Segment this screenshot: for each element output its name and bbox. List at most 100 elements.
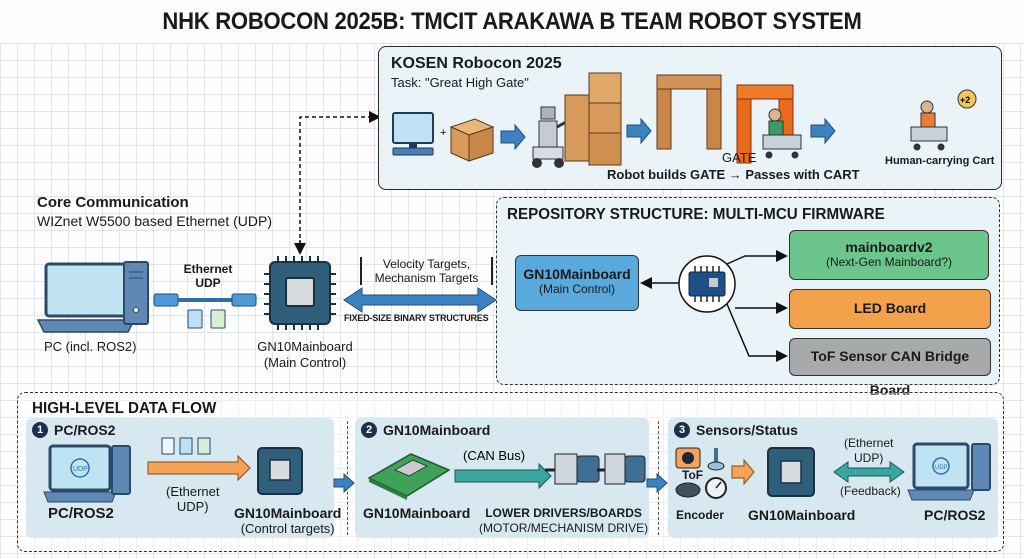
- mcu-board-icon: [688, 266, 726, 302]
- step1-link-label: (Ethernet UDP): [166, 484, 219, 514]
- step-arrow-icon: [646, 473, 668, 493]
- step1-target-label: GN10Mainboard (Control targets): [234, 505, 342, 537]
- udp-screen-text: UDP: [935, 465, 948, 471]
- board-mainboardv2: mainboardv2 (Next-Gen Mainboard?): [789, 230, 989, 280]
- step3-link-label: (Ethernet UDP): [844, 436, 893, 466]
- step2-target-label: LOWER DRIVERS/BOARDS (MOTOR/MECHANISM DR…: [479, 506, 648, 536]
- flow-arrow-icon: [810, 117, 836, 145]
- step3-illustration: UDP: [675, 442, 991, 501]
- sensor-icon: [707, 448, 725, 471]
- kosen-title: KOSEN Robocon 2025: [391, 55, 562, 72]
- core-title: Core Communication: [37, 194, 189, 211]
- gauge-icon: [705, 477, 727, 499]
- step1-source-label: PC/ROS2: [48, 505, 114, 522]
- step-number-badge: 1: [32, 422, 48, 438]
- mainboard-role: (Main Control): [263, 355, 347, 370]
- encoder-label: Encoder: [676, 508, 725, 522]
- link-line1: (Ethernet: [166, 484, 220, 499]
- repo-main-role: (Main Control): [538, 282, 616, 296]
- ethernet-label-line1: Ethernet: [183, 262, 233, 276]
- data-flow-panel: HIGH-LEVEL DATA FLOW 1 PC/ROS2 UDP: [17, 392, 1004, 552]
- link-line1: (Ethernet: [844, 436, 894, 450]
- step-header: 1 PC/ROS2: [32, 422, 115, 438]
- desktop-tower-icon: [123, 261, 149, 325]
- repo-title: REPOSITORY STRUCTURE: MULTI-MCU FIRMWARE: [507, 206, 885, 223]
- orange-arrow-icon: [147, 454, 251, 482]
- circuit-board-icon: [367, 453, 451, 500]
- pc-ros2-icon: UDP: [43, 444, 131, 503]
- motor-icon: [597, 453, 646, 485]
- core-subtitle: WIZnet W5500 based Ethernet (UDP): [37, 213, 272, 229]
- board-note: (Next-Gen Mainboard?): [825, 255, 953, 269]
- bidirectional-arrow: [343, 287, 497, 313]
- mainboard-label: GN10Mainboard (Main Control): [250, 339, 360, 371]
- pc-label: PC (incl. ROS2): [44, 339, 137, 354]
- encoder-icon: [675, 482, 701, 498]
- step-number-badge: 2: [361, 422, 377, 438]
- tof-sensor-icon: [675, 447, 701, 469]
- ethernet-label-line2: UDP: [195, 276, 221, 290]
- monitor-icon: [392, 112, 434, 156]
- step3-target-label: PC/ROS2: [924, 507, 986, 523]
- step-header: 3 Sensors/Status: [674, 422, 798, 438]
- board-led: LED Board: [789, 289, 991, 329]
- robot-icon: [532, 106, 576, 168]
- flow-step-1: 1 PC/ROS2 UDP PC/ROS2 (Eth: [26, 418, 341, 538]
- targets-bracket: Velocity Targets, Mechanism Targets: [360, 257, 493, 285]
- page-title: NHK ROBOCON 2025B: TMCIT ARAKAWA B TEAM …: [162, 8, 862, 35]
- flow-arrow-icon: [626, 117, 652, 145]
- flow-step-2: 2 GN10Mainboard (CAN Bus) GN10Mainboard: [355, 418, 649, 538]
- bidirectional-feedback-arrow-icon: [833, 461, 905, 483]
- motor-icon: [545, 453, 600, 485]
- orange-arrow-icon: [731, 458, 755, 486]
- target-name: LOWER DRIVERS/BOARDS: [485, 506, 642, 520]
- link-line2: UDP): [854, 451, 884, 465]
- step1-illustration: UDP: [43, 437, 303, 503]
- mainboard-chip-icon: [257, 447, 303, 495]
- payload-note: FIXED-SIZE BINARY STRUCTURES: [344, 313, 489, 323]
- document-icons: [187, 309, 226, 329]
- human-cart-icon: +2: [910, 89, 977, 151]
- step3-middle-label: GN10Mainboard: [748, 507, 856, 523]
- udp-screen-text: UDP: [73, 466, 88, 473]
- target-name: GN10Mainboard: [234, 505, 342, 521]
- repo-main-box: GN10Mainboard (Main Control): [515, 255, 639, 311]
- board-name: LED Board: [853, 300, 927, 316]
- step-title: Sensors/Status: [696, 422, 798, 438]
- step-title: GN10Mainboard: [383, 422, 491, 438]
- step2-illustration: (CAN Bus): [367, 448, 646, 500]
- gate-label: GATE: [722, 150, 757, 165]
- flow-title: HIGH-LEVEL DATA FLOW: [32, 400, 217, 417]
- kosen-caption: Robot builds GATE → Passes with CART: [607, 167, 860, 182]
- can-bus-label: (CAN Bus): [463, 448, 525, 463]
- targets-line2: Mechanism Targets: [374, 271, 479, 285]
- pc-ros2-icon: UDP: [907, 442, 991, 501]
- flow-arrow-icon: [500, 123, 526, 151]
- laptop-icon: [36, 262, 136, 333]
- document-icons: [161, 437, 211, 455]
- kosen-illustration: +: [392, 72, 977, 168]
- feedback-label: (Feedback): [840, 484, 901, 498]
- cardboard-box-icon: [449, 118, 495, 162]
- mainboard-chip-icon: [264, 256, 336, 330]
- ethernet-label: Ethernet UDP: [178, 262, 238, 290]
- stacked-boxes-icon: [564, 72, 622, 166]
- step-title: PC/ROS2: [54, 422, 116, 438]
- cart-label: Human-carrying Cart: [885, 155, 995, 167]
- kosen-panel: KOSEN Robocon 2025 Task: "Great High Gat…: [378, 46, 1002, 190]
- can-bus-arrow-icon: [454, 462, 552, 490]
- dashed-link-arrow: [299, 111, 381, 252]
- mainboard-chip-icon: [767, 447, 815, 497]
- flow-step-3: 3 Sensors/Status: [668, 418, 998, 538]
- target-note: (MOTOR/MECHANISM DRIVE): [479, 521, 649, 535]
- plus-sign: +: [440, 127, 446, 139]
- board-name: ToF Sensor CAN Bridge Board: [810, 348, 970, 398]
- title-bar: [0, 0, 1024, 43]
- score-badge: +2: [960, 95, 970, 105]
- repo-connectors: [640, 250, 788, 362]
- ethernet-cable-icon: [153, 293, 257, 307]
- mainboard-name: GN10Mainboard: [257, 339, 353, 354]
- repo-main-name: GN10Mainboard: [523, 266, 631, 282]
- step-arrow-icon: [333, 473, 355, 493]
- step-number-badge: 3: [674, 422, 690, 438]
